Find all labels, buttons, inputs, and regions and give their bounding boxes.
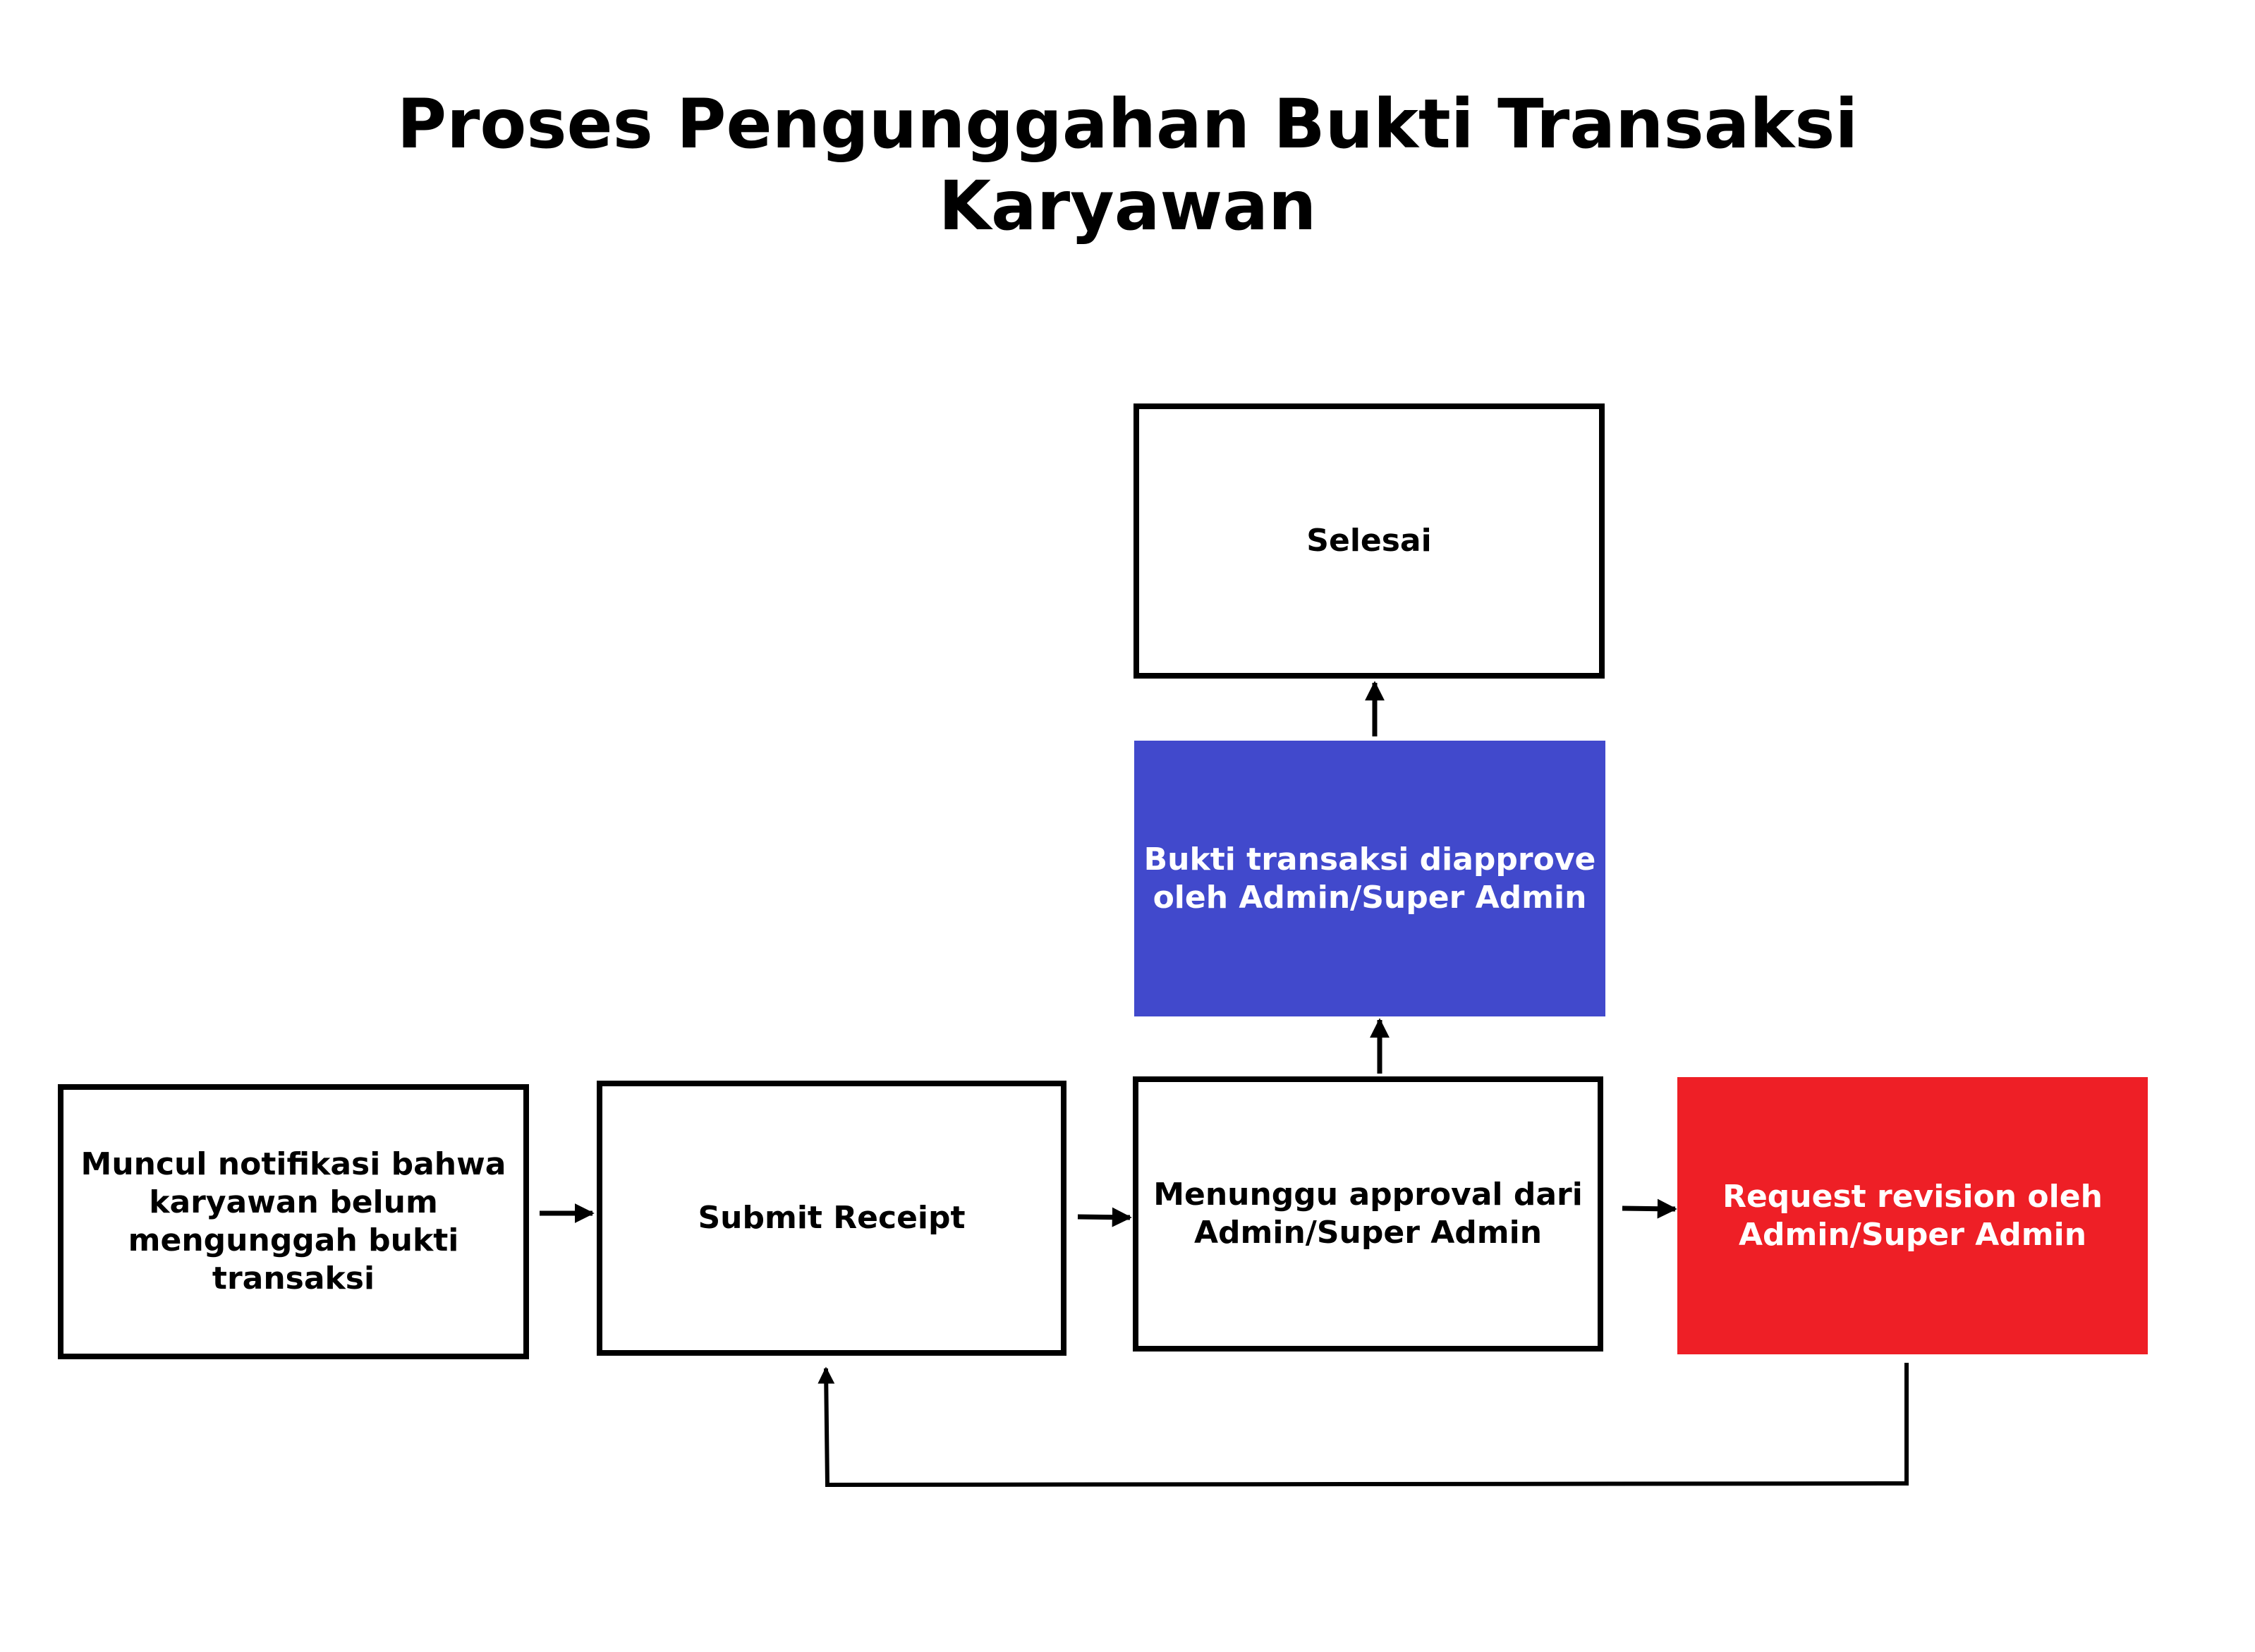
node-request-revision-line-1: Request revision oleh — [1722, 1178, 2103, 1215]
node-notification-line-3: mengunggah bukti transaksi — [128, 1222, 459, 1296]
node-waiting-approval-line-1: Menunggu approval dari — [1153, 1177, 1583, 1213]
node-approved-line-1: Bukti transaksi diapprove — [1143, 841, 1596, 877]
node-request-revision: Request revision oleh Admin/Super Admin — [1677, 1077, 2148, 1354]
edge-waiting-to-revision — [1622, 1198, 1677, 1219]
node-waiting-approval-line-2: Admin/Super Admin — [1193, 1215, 1543, 1251]
node-submit-receipt-label: Submit Receipt — [698, 1200, 966, 1236]
node-notification-line-2: karyawan belum — [149, 1184, 438, 1220]
diagram-title: Proses Pengunggahan Bukti Transaksi Kary… — [0, 83, 2255, 247]
node-notification-line-1: Muncul notifikasi bahwa — [80, 1146, 506, 1182]
edge-revision-to-submit — [817, 1363, 1909, 1488]
node-selesai-label: Selesai — [1306, 523, 1432, 559]
node-waiting-approval: Menunggu approval dari Admin/Super Admin — [1133, 1076, 1603, 1352]
node-selesai: Selesai — [1133, 403, 1605, 679]
title-line-2: Karyawan — [938, 166, 1317, 245]
node-approved-line-2: oleh Admin/Super Admin — [1153, 879, 1587, 916]
node-request-revision-line-2: Admin/Super Admin — [1738, 1216, 2087, 1253]
node-submit-receipt: Submit Receipt — [597, 1081, 1066, 1356]
node-approved: Bukti transaksi diapprove oleh Admin/Sup… — [1134, 741, 1605, 1016]
node-notification: Muncul notifikasi bahwa karyawan belum m… — [58, 1084, 529, 1359]
title-line-1: Proses Pengunggahan Bukti Transaksi — [396, 85, 1859, 164]
